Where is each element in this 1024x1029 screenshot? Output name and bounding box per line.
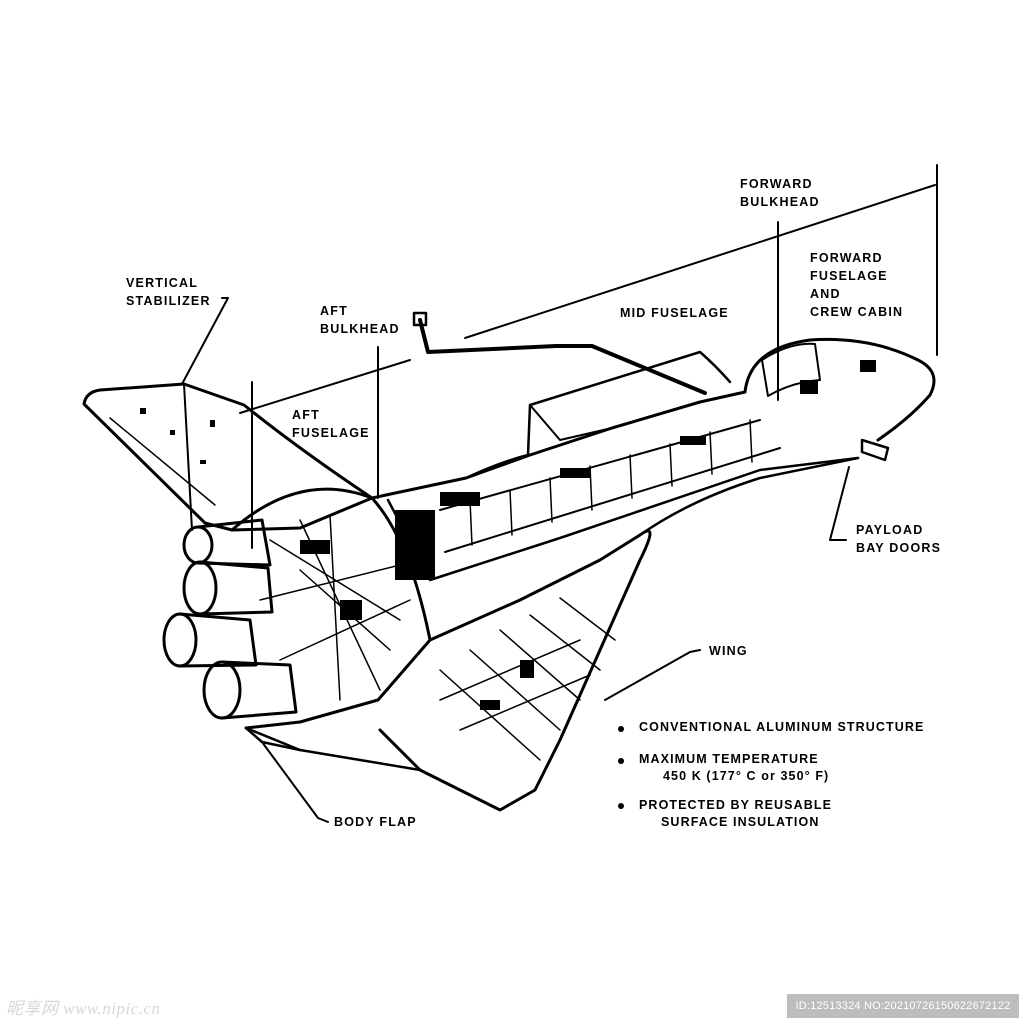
- note-line: SURFACE INSULATION: [661, 815, 820, 829]
- label-line: FUSELAGE: [810, 269, 888, 283]
- bullet-dot: [618, 726, 624, 732]
- label-line: BULKHEAD: [320, 322, 400, 336]
- label-line: VERTICAL: [126, 276, 199, 290]
- label-line: STABILIZER: [126, 294, 211, 308]
- payload-bay-floor: [386, 456, 860, 582]
- payload-bay-door-upper: [464, 350, 732, 480]
- leader-body-flap: [261, 741, 329, 823]
- label-line: FUSELAGE: [292, 426, 370, 440]
- dimension-line-aft: [239, 359, 411, 414]
- note-surface-insulation: PROTECTED BY REUSABLE SURFACE INSULATION: [639, 797, 832, 831]
- note-line: PROTECTED BY REUSABLE: [639, 798, 833, 812]
- note-line: MAXIMUM TEMPERATURE: [639, 752, 819, 766]
- label-wing: WING: [709, 644, 748, 658]
- fuselage-top-edge: [370, 390, 747, 500]
- manipulator-arm: [418, 318, 707, 395]
- bullet-dot: [618, 758, 624, 764]
- label-aft-fuselage: AFT FUSELAGE: [292, 406, 370, 442]
- label-body-flap: BODY FLAP: [334, 815, 417, 829]
- main-engine-3: [162, 612, 258, 668]
- arm-end-effector: [412, 311, 428, 327]
- wing-ribs: [439, 597, 616, 761]
- label-line: AND: [810, 287, 841, 301]
- wing-leading-edge: [638, 456, 860, 537]
- main-engine-2: [182, 560, 274, 616]
- label-line: PAYLOAD: [856, 523, 924, 537]
- main-engine-4: [202, 660, 298, 720]
- label-line: BULKHEAD: [740, 195, 820, 209]
- note-line: CONVENTIONAL ALUMINUM STRUCTURE: [639, 720, 925, 734]
- bay-longeron-lower: [444, 447, 781, 553]
- stabilizer-hinge: [109, 417, 216, 506]
- label-line: BAY DOORS: [856, 541, 942, 555]
- leader-wing: [604, 649, 701, 701]
- label-aft-bulkhead: AFT BULKHEAD: [320, 302, 400, 338]
- label-line: AFT: [292, 408, 320, 422]
- note-line: 450 K (177° C or 350° F): [663, 769, 830, 783]
- watermark-id: ID:12513324 NO:20210726150622672122: [787, 994, 1019, 1018]
- bay-longeron-upper: [439, 419, 761, 511]
- label-line: AFT: [320, 304, 348, 318]
- label-forward-fuselage: FORWARD FUSELAGE AND CREW CABIN: [810, 249, 903, 321]
- payload-bay-door-edge: [529, 404, 613, 441]
- label-mid-fuselage: MID FUSELAGE: [620, 306, 729, 320]
- aft-fuselage-outline: [230, 487, 432, 730]
- label-line: CREW CABIN: [810, 305, 904, 319]
- label-vertical-stabilizer: VERTICAL STABILIZER: [126, 274, 211, 310]
- bullet-dot: [618, 803, 624, 809]
- note-aluminum-structure: CONVENTIONAL ALUMINUM STRUCTURE: [639, 719, 924, 736]
- shading-marks: [140, 360, 876, 710]
- label-line: FORWARD: [740, 177, 813, 191]
- leader-payload-bay-doors: [829, 466, 850, 541]
- dimension-line-mid: [464, 184, 936, 339]
- nose-gear: [860, 438, 890, 462]
- label-payload-bay-doors: PAYLOAD BAY DOORS: [856, 521, 941, 557]
- leader-vertical-stabilizer: [181, 297, 229, 385]
- note-max-temperature: MAXIMUM TEMPERATURE 450 K (177° C or 350…: [639, 751, 829, 785]
- bay-frames: [469, 419, 753, 546]
- main-engine-1: [182, 518, 272, 567]
- label-forward-bulkhead: FORWARD BULKHEAD: [740, 175, 820, 211]
- lower-hull: [244, 726, 422, 772]
- watermark-site: 昵享网 www.nipic.cn: [6, 999, 161, 1018]
- crew-cabin-top: [743, 337, 936, 442]
- rudder-line: [183, 383, 193, 531]
- label-line: FORWARD: [810, 251, 883, 265]
